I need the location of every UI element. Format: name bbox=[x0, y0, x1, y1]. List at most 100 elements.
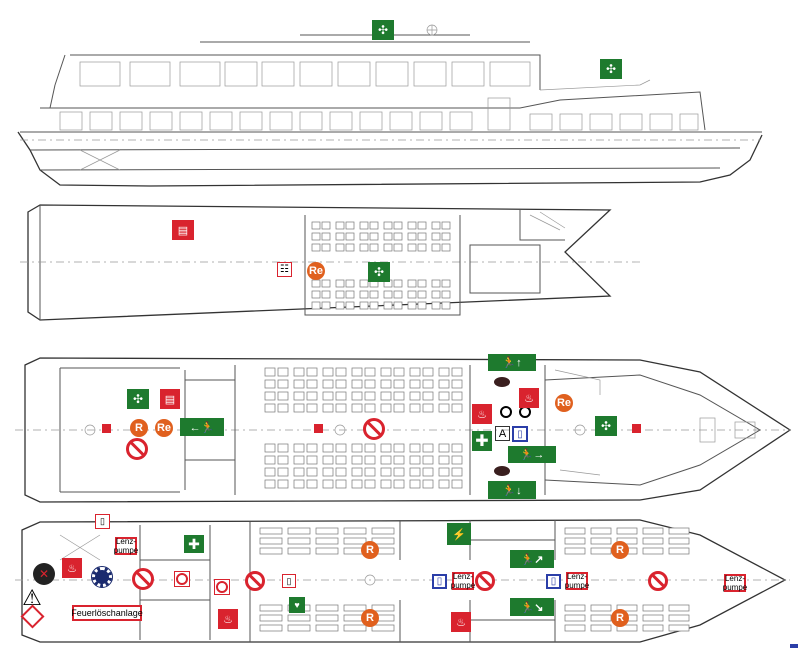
seat bbox=[451, 467, 463, 477]
rescue-equipment-icon: R bbox=[361, 541, 379, 559]
seat bbox=[407, 279, 417, 288]
seat bbox=[322, 379, 334, 389]
seat bbox=[668, 547, 690, 555]
seat bbox=[315, 614, 339, 622]
seat bbox=[642, 604, 664, 612]
seat bbox=[259, 624, 283, 632]
rescue-equipment-label: R bbox=[366, 612, 374, 624]
seat bbox=[380, 379, 392, 389]
seat bbox=[642, 527, 664, 535]
seat bbox=[369, 301, 379, 310]
seat bbox=[311, 243, 321, 252]
seat bbox=[322, 367, 334, 377]
first-aid-icon: ✚ bbox=[184, 535, 204, 553]
seat bbox=[451, 479, 463, 489]
rescue-equipment-icon: Re bbox=[307, 262, 325, 280]
seat bbox=[335, 243, 345, 252]
seat bbox=[351, 379, 363, 389]
seat bbox=[564, 604, 586, 612]
no-entry-icon bbox=[475, 571, 495, 591]
fire-suppression-system-label: Feuerlöschanlage bbox=[71, 605, 143, 621]
seat bbox=[438, 455, 450, 465]
seat bbox=[306, 379, 318, 389]
seat bbox=[315, 537, 339, 545]
no-entry-icon bbox=[132, 568, 154, 590]
life-jacket-icon bbox=[494, 377, 510, 387]
seat bbox=[335, 467, 347, 477]
seat bbox=[438, 379, 450, 389]
seat bbox=[322, 455, 334, 465]
seat bbox=[369, 290, 379, 299]
seat bbox=[364, 367, 376, 377]
seat bbox=[277, 479, 289, 489]
seat bbox=[306, 391, 318, 401]
seat bbox=[431, 221, 441, 230]
seat bbox=[287, 547, 311, 555]
assembly-point-icon: ✣ bbox=[595, 416, 617, 436]
seat bbox=[306, 479, 318, 489]
seat bbox=[321, 221, 331, 230]
seat bbox=[590, 537, 612, 545]
seat bbox=[335, 367, 347, 377]
seat bbox=[364, 403, 376, 413]
seat bbox=[287, 614, 311, 622]
emergency-exit-sign: 🏃↘ bbox=[510, 598, 554, 616]
seat bbox=[564, 537, 586, 545]
lower-deck-plan bbox=[15, 519, 790, 643]
seat bbox=[642, 547, 664, 555]
rescue-equipment-label: R bbox=[616, 544, 624, 556]
seat bbox=[422, 455, 434, 465]
bilge-pump-label: Lenz- pumpe bbox=[450, 572, 476, 590]
fire-hose-reel-icon bbox=[91, 566, 113, 588]
seat bbox=[393, 232, 403, 241]
seat bbox=[321, 243, 331, 252]
seat bbox=[383, 301, 393, 310]
seat bbox=[441, 232, 451, 241]
seat bbox=[451, 455, 463, 465]
seat bbox=[311, 221, 321, 230]
door-icon: ▯ bbox=[432, 574, 447, 589]
seat bbox=[393, 301, 403, 310]
seat bbox=[642, 537, 664, 545]
fire-alarm-icon: ▤ bbox=[172, 220, 194, 240]
emergency-exit-sign: 🏃↗ bbox=[510, 550, 554, 568]
seat bbox=[417, 279, 427, 288]
seat bbox=[564, 527, 586, 535]
rescue-equipment-label: Re bbox=[308, 265, 324, 277]
seat bbox=[616, 624, 638, 632]
seat bbox=[441, 279, 451, 288]
seat bbox=[451, 391, 463, 401]
seat bbox=[264, 403, 276, 413]
seat bbox=[564, 614, 586, 622]
seat bbox=[407, 301, 417, 310]
seat bbox=[380, 443, 392, 453]
rescue-equipment-label: R bbox=[616, 612, 624, 624]
seat bbox=[277, 391, 289, 401]
rescue-equipment-icon: R bbox=[130, 419, 148, 437]
seat bbox=[380, 403, 392, 413]
seat bbox=[351, 467, 363, 477]
seat bbox=[335, 443, 347, 453]
seat bbox=[259, 527, 283, 535]
seat bbox=[438, 367, 450, 377]
seat bbox=[335, 290, 345, 299]
rescue-equipment-icon: R bbox=[361, 609, 379, 627]
seat bbox=[564, 547, 586, 555]
seat bbox=[345, 243, 355, 252]
seat bbox=[431, 243, 441, 252]
seat bbox=[393, 391, 405, 401]
seat bbox=[383, 243, 393, 252]
life-ring-icon bbox=[174, 571, 190, 587]
seat bbox=[335, 301, 345, 310]
seat bbox=[431, 290, 441, 299]
seat bbox=[616, 527, 638, 535]
seat bbox=[409, 443, 421, 453]
bilge-pump-label: Lenz- pumpe bbox=[113, 537, 139, 555]
fire-alarm-icon: ▤ bbox=[160, 389, 180, 409]
seat bbox=[345, 301, 355, 310]
seat bbox=[590, 527, 612, 535]
seat bbox=[335, 479, 347, 489]
seat bbox=[287, 624, 311, 632]
seat bbox=[407, 221, 417, 230]
